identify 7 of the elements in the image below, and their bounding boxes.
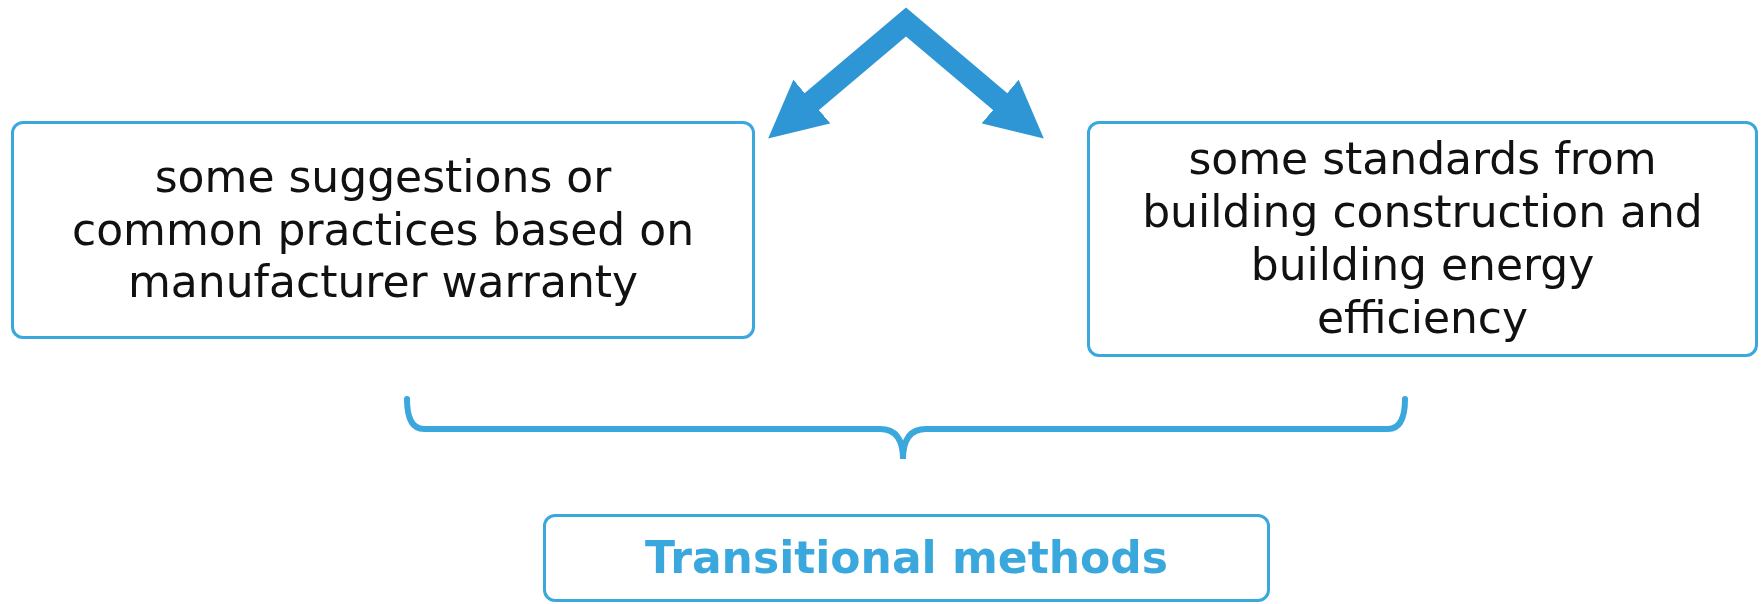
- method-box: [543, 514, 1270, 602]
- description: some standards from building construction and building energy efficiency: [1141, 133, 1704, 345]
- heading: Transitional methods: [645, 531, 1168, 585]
- double-arrow: [768, 7, 1044, 139]
- description: some suggestions or common practices based on manufacturer warranty: [70, 150, 696, 310]
- text-box: [11, 121, 755, 339]
- text-box: [1087, 121, 1758, 357]
